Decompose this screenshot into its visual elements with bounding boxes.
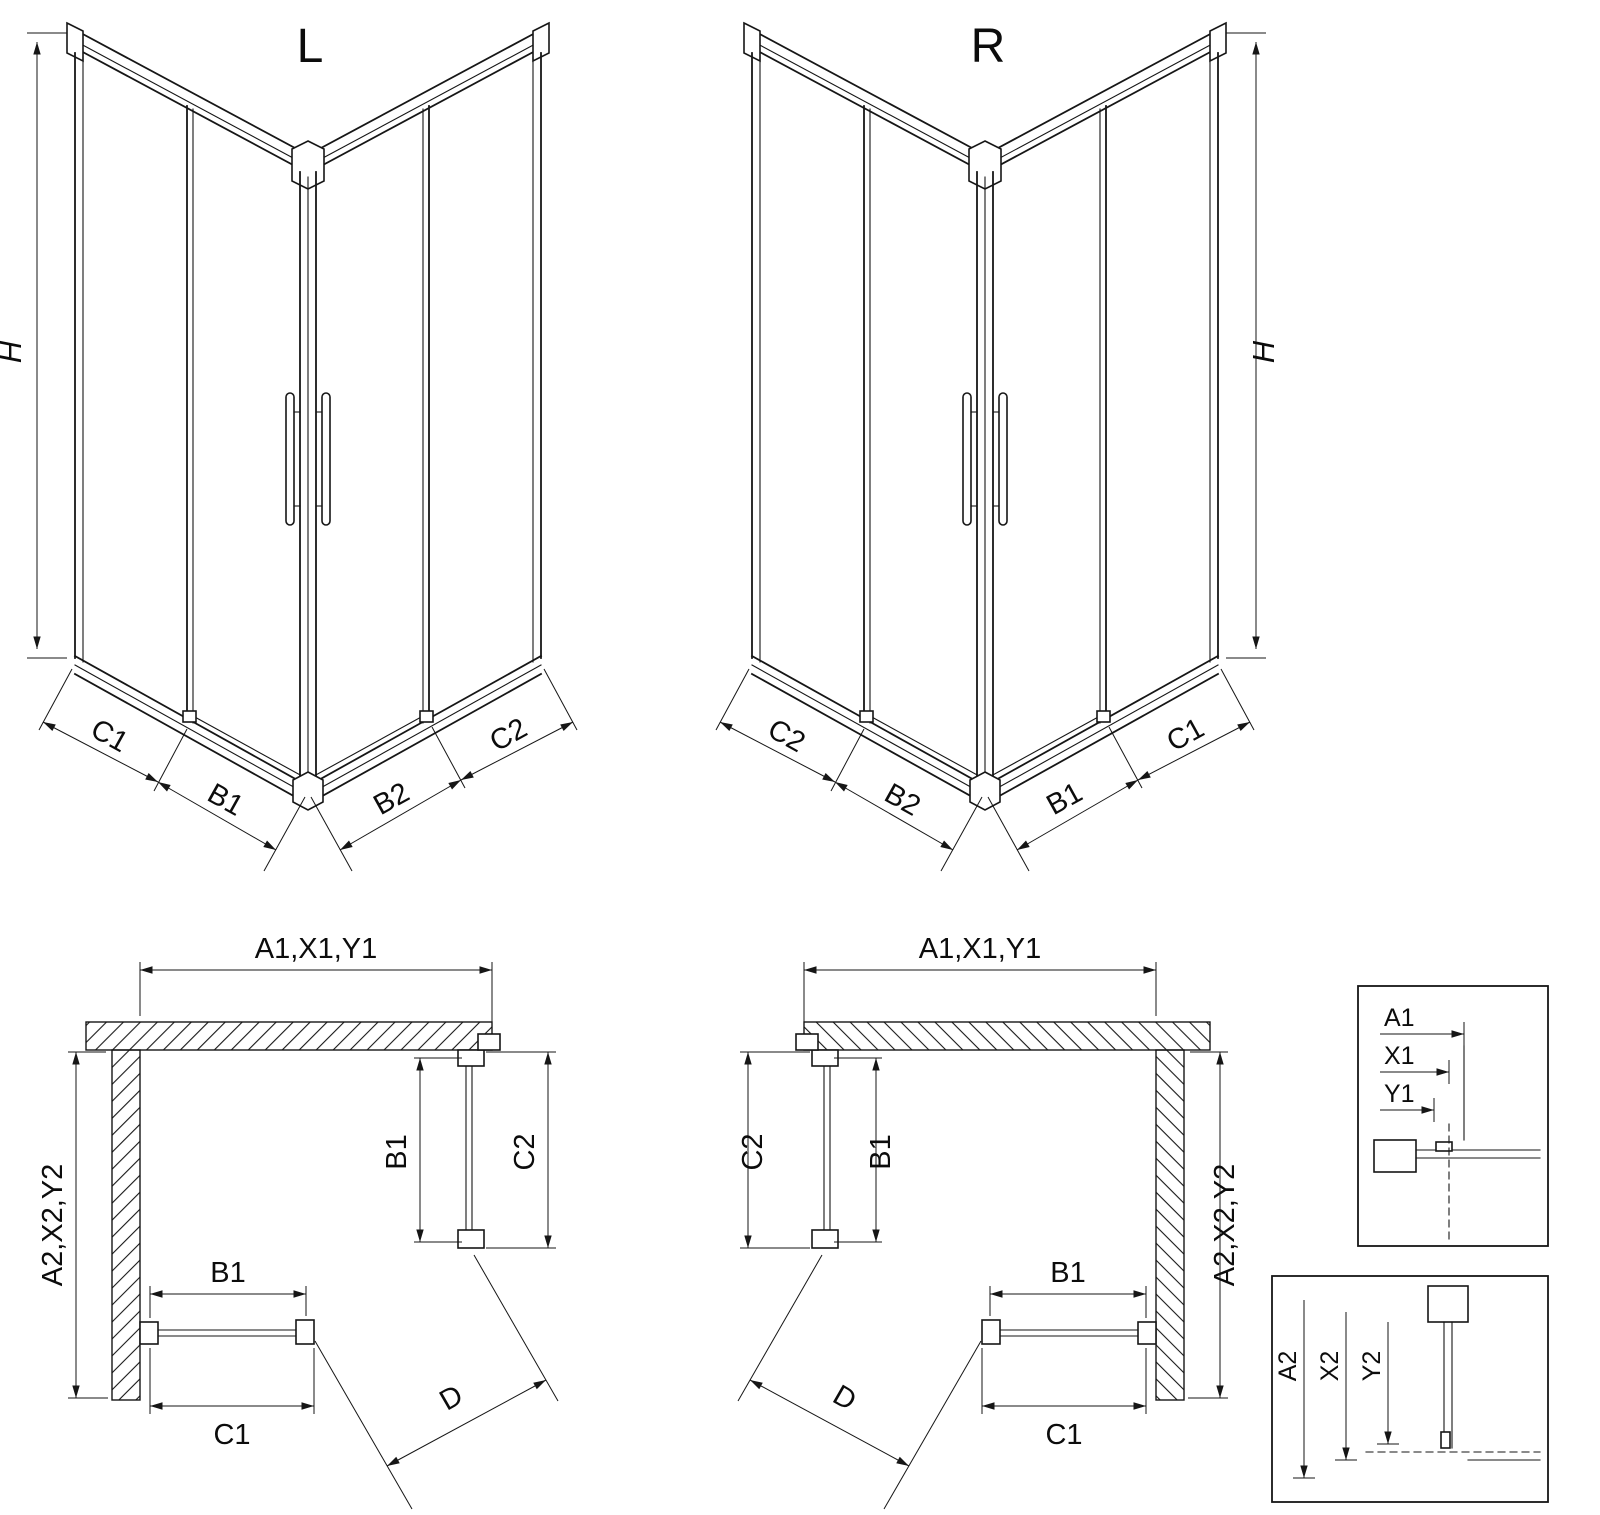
front-sliding-door (139, 1319, 315, 1345)
dim-side-door-right: B1 (834, 1057, 897, 1243)
dim-diagonal-left: D (314, 1254, 559, 1510)
detail-width-dims: A1 X1 Y1 (1380, 1004, 1465, 1122)
dim-label-b2: B2 (879, 778, 926, 823)
dim-front-door-left: B1 (149, 1257, 307, 1318)
dim-depth-right: A2,X2,Y2 (1188, 1051, 1241, 1399)
dim-label-c1: C1 (1045, 1419, 1082, 1451)
corner-foot (292, 771, 324, 811)
door-handles (285, 392, 331, 526)
dim-label-b1-side: B1 (381, 1134, 413, 1169)
dim-label-d: D (434, 1379, 468, 1417)
iso-view-left: L H C1 B1 B2 C2 (0, 20, 533, 823)
shower-enclosure-structure (66, 21, 550, 811)
dim-label-c2: C2 (762, 713, 810, 759)
dim-label-c1: C1 (85, 713, 133, 759)
dim-label-x2: X2 (1316, 1351, 1344, 1382)
side-sliding-door (457, 1033, 501, 1249)
divider-foot (182, 710, 197, 723)
dim-label-b1-front: B1 (210, 1257, 245, 1289)
detail-depth-dims: A2 X2 Y2 (1274, 1300, 1399, 1479)
dim-label-a1x1y1: A1,X1,Y1 (919, 933, 1042, 965)
dim-diagonal-right: D (737, 1254, 982, 1510)
dim-label-a2x2y2: A2,X2,Y2 (37, 1164, 69, 1287)
dim-label-c1: C1 (213, 1419, 250, 1451)
dim-label-a1: A1 (1384, 1004, 1415, 1032)
dim-label-b1: B1 (1041, 777, 1088, 822)
dim-width-right: A1,X1,Y1 (803, 933, 1157, 1030)
handle-right-door (321, 392, 331, 526)
dim-label-y2: Y2 (1358, 1351, 1386, 1382)
detail-box (1271, 1275, 1549, 1503)
glass-panels (74, 52, 542, 779)
top-rails (66, 21, 550, 190)
dim-label-c1: C1 (1162, 712, 1210, 758)
dim-front-total-left: C1 (149, 1348, 315, 1451)
dim-side-total-left: C2 (486, 1051, 556, 1249)
detail-width-profile (1373, 1045, 1541, 1241)
dim-side-total-right: C2 (737, 1051, 810, 1249)
dim-front-total-right: C1 (981, 1348, 1147, 1451)
handle-left-door (285, 392, 295, 526)
dim-label-b1: B1 (202, 778, 249, 823)
dim-side-door-left: B1 (381, 1057, 462, 1243)
plan-view-right: A1,X1,Y1 A2,X2,Y2 B1 C2 B1 (737, 933, 1241, 1510)
dim-label-c2: C2 (737, 1133, 769, 1170)
detail-view-width: A1 X1 Y1 (1357, 985, 1549, 1247)
side-wall (111, 1049, 141, 1401)
dim-label-a2x2y2: A2,X2,Y2 (1209, 1164, 1241, 1287)
divider-foot (419, 710, 434, 723)
dim-label-b2: B2 (368, 777, 415, 822)
dim-front-door-right: B1 (989, 1257, 1147, 1318)
detail-view-depth: A2 X2 Y2 (1271, 1275, 1549, 1503)
dim-label-b1-side: B1 (865, 1134, 897, 1169)
variant-label-right: R (971, 20, 1006, 73)
dim-label-a1x1y1: A1,X1,Y1 (255, 933, 378, 965)
dim-height-right: H (1226, 32, 1281, 659)
dim-label-c2: C2 (485, 712, 533, 758)
dim-width-left: A1,X1,Y1 (139, 933, 493, 1030)
dim-label-y1: Y1 (1384, 1080, 1415, 1108)
variant-label-left: L (297, 20, 324, 73)
iso-view-right: R H C2 B2 B1 C1 (716, 20, 1281, 871)
dim-label-d: D (827, 1379, 861, 1417)
plan-structure (85, 1021, 501, 1401)
dim-label-b1-front: B1 (1050, 1257, 1085, 1289)
dim-label-a2: A2 (1274, 1351, 1302, 1382)
detail-depth-profile (1365, 1285, 1541, 1461)
iso-bottom-dim-lines (38, 668, 578, 872)
dim-height-left: H (0, 32, 67, 659)
dim-label-h: H (0, 340, 28, 363)
dim-label-c2: C2 (509, 1133, 541, 1170)
dim-label-h: H (1246, 340, 1281, 363)
back-wall (85, 1021, 493, 1051)
detail-box (1357, 985, 1549, 1247)
dim-label-x1: X1 (1384, 1042, 1415, 1070)
dim-depth-left: A2,X2,Y2 (37, 1051, 108, 1399)
